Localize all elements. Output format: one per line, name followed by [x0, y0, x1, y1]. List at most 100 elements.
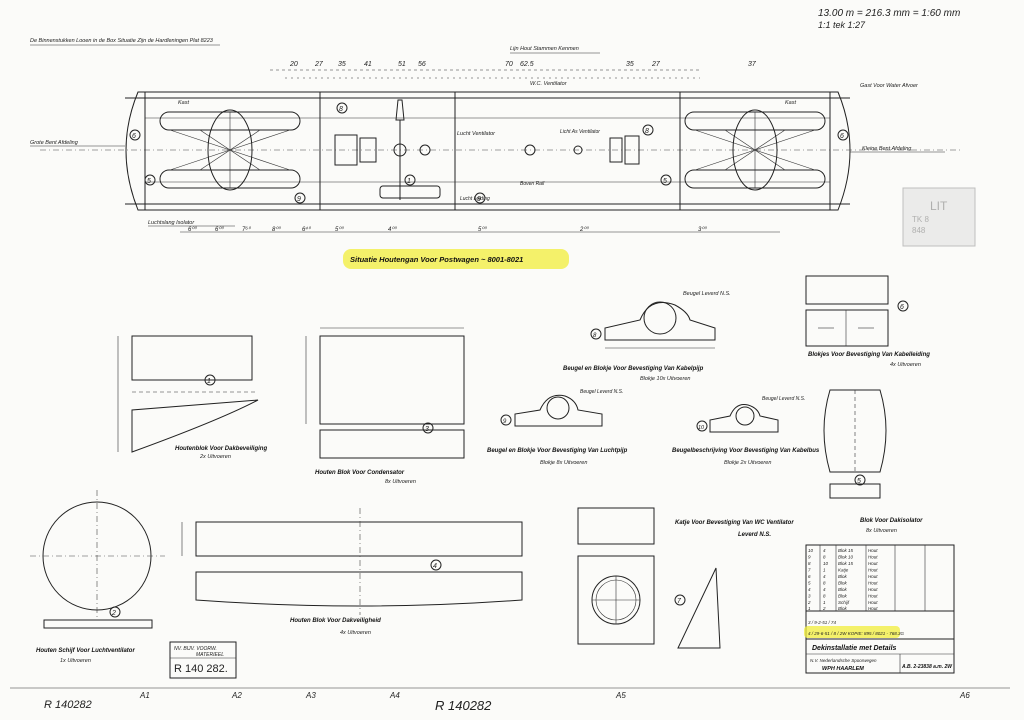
dim-bottom: 4⁰⁰ [388, 226, 398, 233]
grey-stamp-line: TK 8 [912, 215, 929, 224]
detail-num: 9 [503, 419, 507, 425]
detail-caption: Beugel en Blokje Voor Bevestiging Van Lu… [487, 448, 628, 454]
detail-sub: 1x Uitvoeren [60, 658, 91, 664]
dim-top: 41 [364, 61, 372, 68]
detail-sub: Leverd N.S. [738, 532, 771, 538]
clamp-note: Beugel Leverd N.S. [762, 396, 805, 402]
detail-7: 7 Katje Voor Bevestiging Van WC Ventilat… [577, 507, 794, 649]
detail-num: 8 [593, 333, 597, 339]
dim-top: 20 [289, 61, 298, 68]
dim-bottom: 6⁰⁰ [215, 226, 225, 233]
dim-top: 27 [651, 61, 661, 68]
part-cell: Hout [868, 594, 878, 599]
label-vent-axis: Licht As Ventilator [560, 129, 600, 135]
scale-line-2: 1:1 tek 1:27 [818, 20, 866, 30]
part-cell: 2 [822, 606, 826, 611]
dim-bottom: 6⁴⁰ [302, 226, 312, 233]
detail-2: 2 Houten Schijf Voor Luchtventilator 1x … [30, 490, 165, 664]
part-cell: 7 [808, 568, 811, 573]
detail-1: 1 Houtenblok Voor Dakbeveiliging 2x Uitv… [117, 335, 267, 460]
detail-8: 8 Beugel Leverd N.S. Beugel en Blokje Vo… [563, 291, 731, 382]
part-cell: Blok [838, 606, 848, 611]
detail-caption: Houten Blok Voor Condensator [315, 470, 405, 476]
title-situatie: Situatie Houtengan Voor Postwagen ~ 8001… [350, 255, 523, 264]
stamp-line2: MATERIEEL [196, 652, 224, 658]
dim-bottom: 8⁰⁰ [272, 226, 282, 233]
revision-2: 4 / 29-6-51 / 8 / 2W KOPIE: 895 / 8021 -… [808, 631, 905, 636]
label-right-end: Kleine Bent Afdeling [862, 146, 912, 152]
detail-caption: Houtenblok Voor Dakbeveiliging [175, 446, 267, 452]
svg-text:9: 9 [477, 196, 481, 203]
part-cell: 5 [808, 581, 811, 586]
part-cell: Hout [868, 600, 878, 605]
part-cell: Blok 15 [838, 561, 854, 566]
part-cell: Hout [868, 561, 878, 566]
detail-caption: Houten Schijf Voor Luchtventilator [36, 648, 135, 654]
detail-caption: Katje Voor Bevestiging Van WC Ventilator [675, 520, 794, 526]
part-cell: Hout [868, 548, 878, 553]
top-dimensions: 20 27 35 41 51 56 70 62.5 35 27 37 [270, 61, 757, 79]
detail-sub: 4x Uitvoeren [890, 362, 921, 368]
part-cell: 8 [823, 555, 826, 560]
part-cell: Blok 10 [838, 555, 854, 560]
plan-view: 6 5 9 8 1 9 8 5 6 Grote Bent Afdeling Kl… [30, 81, 960, 227]
bottom-dimensions: 6⁰⁰ 6⁰⁰ 7⁶⁰ 8⁰⁰ 6⁴⁰ 5⁰⁰ 4⁰⁰ 5⁰⁰ 2⁰⁰ 3⁰⁰ [180, 226, 780, 233]
size-mark: A6 [959, 691, 970, 700]
svg-text:6: 6 [840, 133, 844, 140]
detail-5: 5 Blok Voor Dakisolator 8x Uitvoeren [823, 389, 923, 534]
part-cell: 4 [823, 548, 826, 553]
part-cell: 8 [823, 594, 826, 599]
dim-top: 37 [748, 61, 757, 68]
stamp-line1: NV. BIJV. VOORW. [174, 646, 217, 652]
part-cell: Blok [838, 581, 848, 586]
part-cell: Katje [838, 568, 849, 573]
part-cell: 1 [823, 600, 826, 605]
svg-text:8: 8 [339, 106, 343, 113]
ref-center: R 140282 [435, 698, 492, 713]
size-mark: A2 [231, 691, 242, 700]
label-top-right: Gast Voor Water Afvoer [860, 83, 919, 89]
label-light-ventilator: Lucht Ventilator [457, 131, 496, 137]
part-cell: 3 [808, 594, 811, 599]
grey-stamp: LIT TK 8 848 [902, 187, 976, 247]
bottom-edge: R 140282 R 140282 A1 A2 A3 A4 A5 A6 [10, 687, 1010, 713]
scale-line-1: 13.00 m = 216.3 mm = 1:60 mm [818, 8, 960, 19]
part-cell: Schijf [838, 600, 850, 605]
detail-num: 1 [207, 378, 211, 385]
detail-num: 10 [698, 425, 705, 431]
svg-text:8: 8 [645, 128, 649, 135]
size-mark: A1 [139, 691, 150, 700]
detail-3: 3 Houten Blok Voor Condensator 8x Uitvoe… [305, 327, 465, 485]
dim-top: 27 [314, 61, 324, 68]
label-bar: Lucht Leiding [460, 196, 490, 202]
svg-text:5: 5 [663, 178, 667, 185]
part-cell: Blok 15 [838, 548, 854, 553]
highlighted-title: Situatie Houtengan Voor Postwagen ~ 8001… [343, 249, 569, 269]
detail-sub: 8x Uitvoeren [385, 479, 416, 485]
svg-text:9: 9 [297, 196, 301, 203]
ref-left: R 140282 [44, 699, 92, 711]
detail-num: 6 [900, 304, 904, 311]
label-wc-ventilator: W.C. Ventilator [530, 81, 568, 87]
drawing-title: Dekinstallatie met Details [812, 645, 897, 652]
drawing-number: A.B. 2-23838 a.m. 2W [901, 664, 953, 670]
dim-bottom: 6⁰⁰ [188, 226, 198, 233]
detail-sub: Blokje 8x Uitvoeren [540, 460, 587, 466]
detail-4: 4 Houten Blok Voor Dakveiligheid 4x Uitv… [181, 508, 523, 636]
label-rail: Boven Rail [520, 181, 545, 187]
detail-num: 7 [677, 598, 682, 605]
part-cell: 10 [823, 561, 829, 566]
svg-text:5: 5 [147, 178, 151, 185]
detail-sub: 4x Uitvoeren [340, 630, 371, 636]
detail-num: 2 [111, 610, 116, 617]
part-cell: 10 [808, 548, 814, 553]
detail-num: 5 [857, 478, 861, 485]
part-cell: Blok [838, 574, 848, 579]
detail-num: 4 [433, 563, 437, 570]
label-room-right: Kast [785, 100, 796, 106]
detail-caption: Blokjes Voor Bevestiging Van Kabelleidin… [808, 352, 930, 358]
part-cell: 9 [808, 555, 811, 560]
detail-10: 10 Beugel Leverd N.S. Beugelbeschrijving… [672, 396, 820, 466]
